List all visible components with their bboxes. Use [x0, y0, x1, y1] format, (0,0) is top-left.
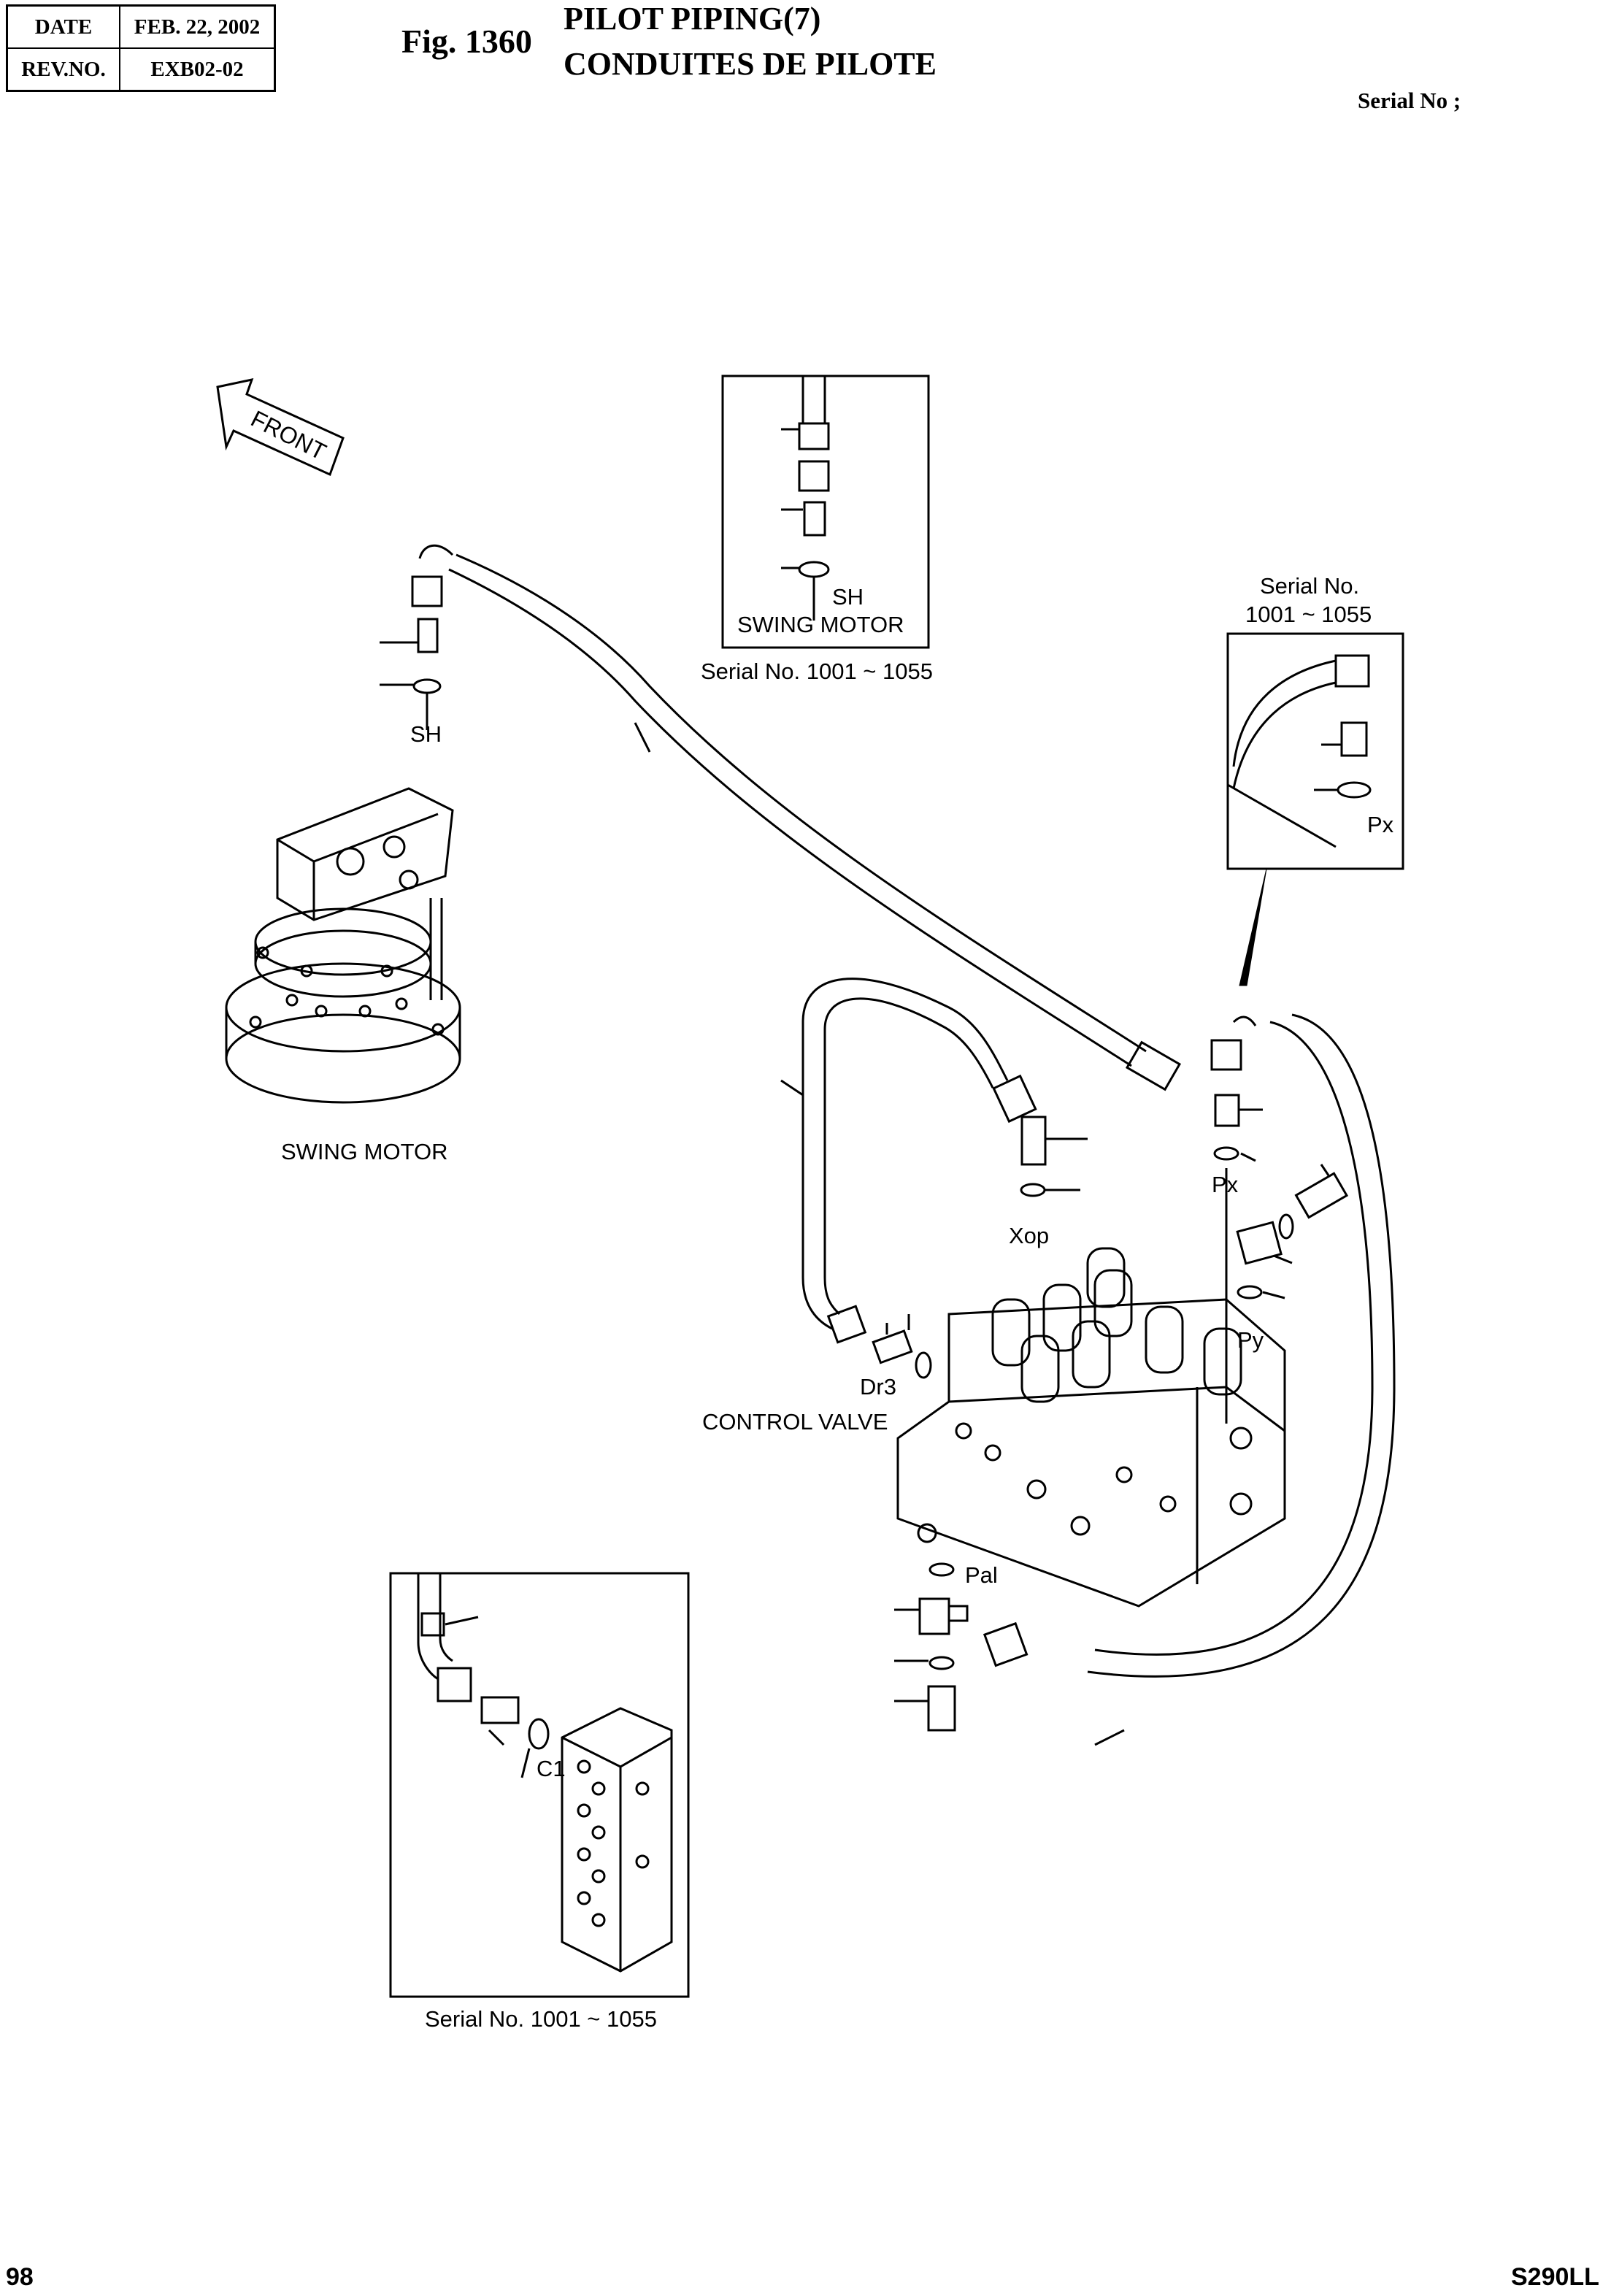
pal-fittings: [894, 1562, 1125, 1746]
pilot-hose-sh-to-px: [380, 544, 1182, 1091]
port-px-label: Px: [1212, 1172, 1239, 1197]
inset-top-name-label: SWING MOTOR: [737, 612, 904, 637]
date-value: FEB. 22, 2002: [119, 4, 276, 49]
pilot-hose-px-pal: [1087, 1013, 1396, 1678]
port-py-label: Py: [1237, 1327, 1264, 1353]
port-sh-label: SH: [410, 721, 442, 747]
control-valve-label: CONTROL VALVE: [702, 1409, 888, 1435]
title-english: PILOT PIPING(7): [564, 1, 821, 37]
inset-top-port-label: SH: [832, 584, 864, 610]
pilot-hose-xop: [780, 978, 1088, 1379]
inset-top-fitting: [781, 376, 830, 621]
inset-bottom-serial-label: Serial No. 1001 ~ 1055: [425, 2006, 657, 2032]
page-number: 98: [6, 2263, 34, 2291]
callout-pointer: [1239, 868, 1267, 986]
model-code: S290LL: [1511, 2263, 1599, 2291]
inset-box-right: [1226, 632, 1404, 870]
inset-top-serial-label: Serial No. 1001 ~ 1055: [701, 659, 933, 684]
port-xop-label: Xop: [1009, 1223, 1050, 1248]
port-pal-label: Pal: [965, 1562, 998, 1588]
swing-motor-label: SWING MOTOR: [281, 1139, 448, 1164]
rev-label: REV.NO.: [6, 47, 120, 92]
inset-bottom-fitting: [417, 1573, 673, 1973]
front-arrow-icon: [216, 377, 345, 477]
serial-number-header: Serial No ;: [1358, 88, 1461, 113]
inset-bottom-port-label: C1: [537, 1756, 566, 1781]
port-dr3-label: Dr3: [860, 1374, 896, 1400]
figure-number: Fig. 1360: [401, 23, 532, 60]
inset-box-bottom: [389, 1572, 690, 1998]
inset-right-serial-range: 1001 ~ 1055: [1245, 602, 1372, 627]
inset-right-port-label: Px: [1367, 812, 1394, 837]
revision-table: DATE FEB. 22, 2002 REV.NO. EXB02-02: [6, 4, 276, 92]
inset-right-serial-label: Serial No.: [1260, 573, 1360, 599]
inset-right-fitting: [1227, 654, 1372, 848]
date-label: DATE: [6, 4, 120, 49]
title-french: CONDUITES DE PILOTE: [564, 46, 937, 82]
swing-motor-drawing: [225, 787, 461, 1104]
rev-value: EXB02-02: [119, 47, 276, 92]
